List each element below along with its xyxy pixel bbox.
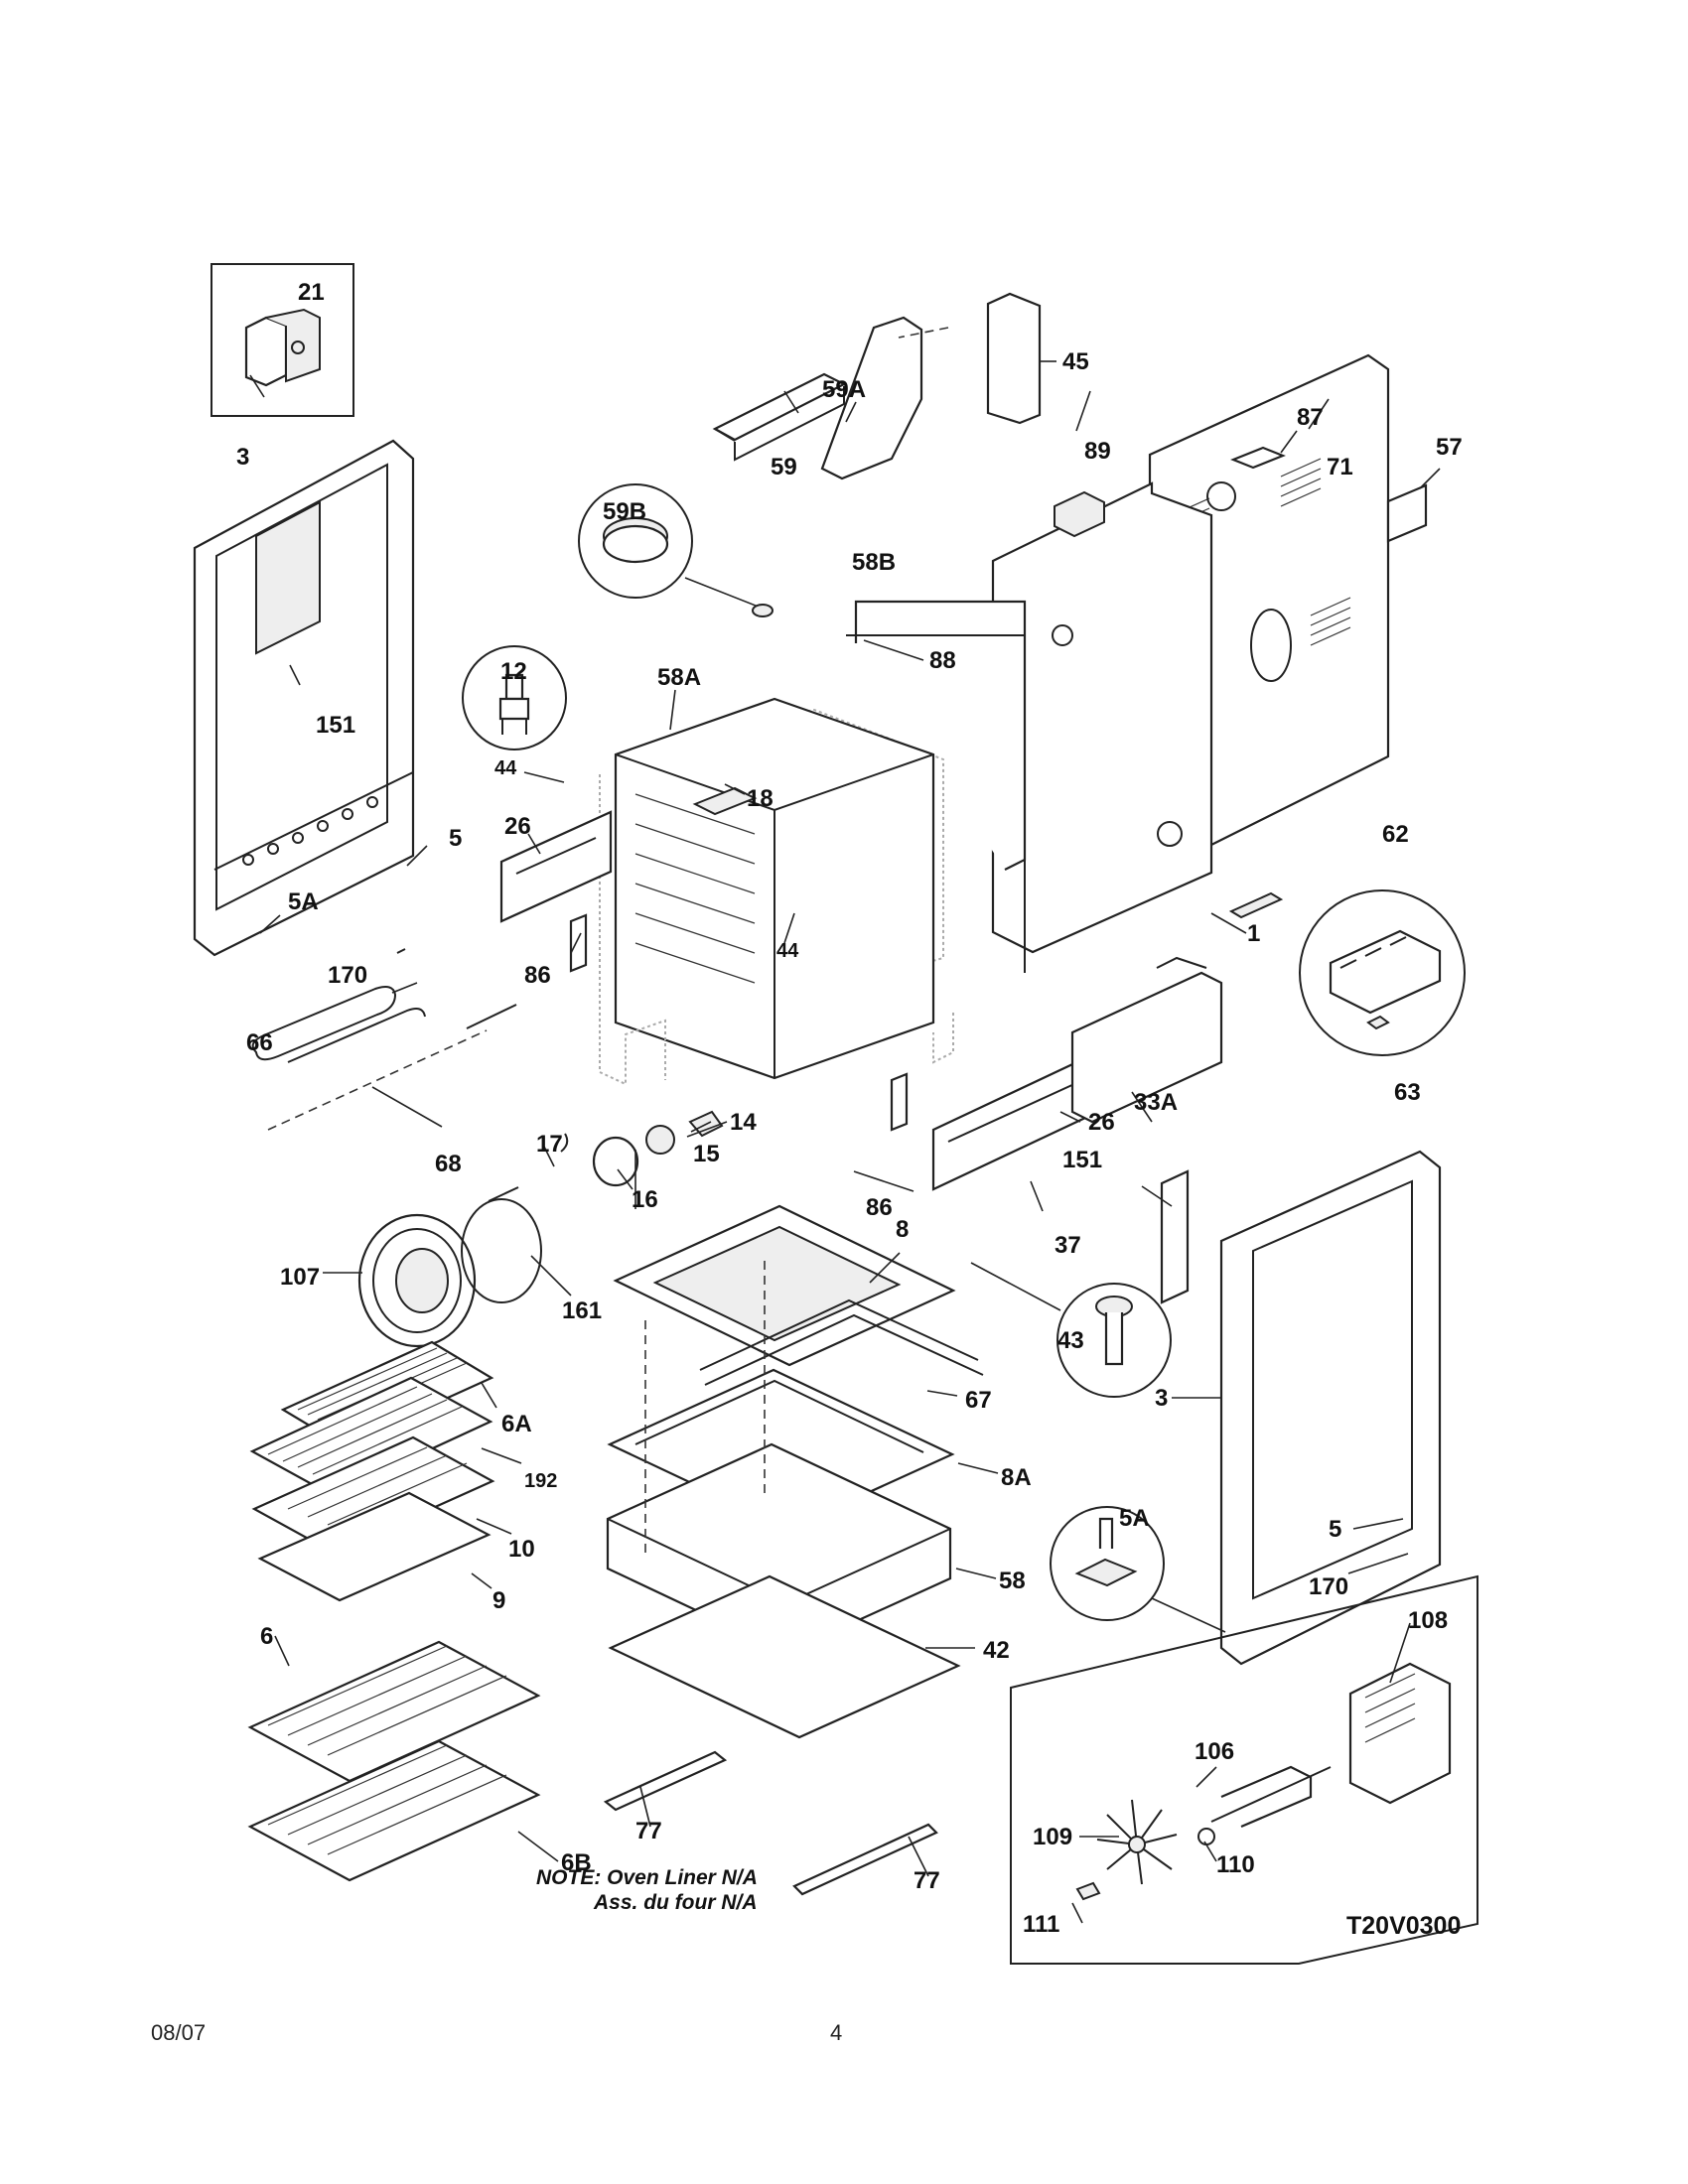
callout-label: 58A — [657, 664, 701, 691]
callout-label: 58B — [852, 549, 896, 576]
callout-label: 9 — [492, 1587, 505, 1614]
light-assembly — [462, 645, 724, 1187]
oven-racks — [247, 1340, 541, 1882]
leader-lines — [249, 360, 1441, 1924]
duct-parts — [712, 292, 1042, 480]
callout-label: 8 — [896, 1216, 909, 1243]
inset-circle-43 — [970, 1262, 1172, 1398]
callout-label: 170 — [328, 962, 367, 989]
back-panels — [991, 353, 1428, 954]
fan-motor-box — [1010, 1574, 1478, 1965]
side-rails — [499, 810, 1223, 1191]
callout-label: 63 — [1394, 1079, 1421, 1106]
callout-label: 77 — [635, 1818, 662, 1844]
callout-label: 86 — [524, 962, 551, 989]
callout-label: 5 — [1329, 1516, 1341, 1543]
callout-label: 192 — [524, 1470, 557, 1492]
callout-label: 59 — [771, 454, 797, 480]
oven-cavity — [599, 600, 1027, 1086]
callout-label: 6A — [501, 1411, 532, 1437]
convection-cover — [357, 1186, 542, 1348]
callout-label: 106 — [1195, 1738, 1234, 1765]
inset-circle-62 — [1228, 889, 1466, 1056]
inset-part-21 — [211, 263, 354, 417]
callout-label: 37 — [1055, 1232, 1081, 1259]
callout-label: 17 — [536, 1131, 563, 1158]
callout-label: 87 — [1297, 404, 1324, 431]
callout-label: 57 — [1436, 434, 1463, 461]
inset-circle-5A — [1050, 1506, 1226, 1633]
footer-date: 08/07 — [151, 2020, 207, 2045]
callout-label: 108 — [1408, 1607, 1448, 1634]
callout-label: 44 — [776, 940, 799, 962]
callout-label: 110 — [1216, 1851, 1255, 1878]
callout-label: 86 — [866, 1194, 893, 1221]
callout-label: 26 — [1088, 1109, 1115, 1136]
callout-label: 10 — [508, 1536, 535, 1563]
callout-label: 16 — [632, 1186, 658, 1213]
callout-label: 161 — [562, 1297, 602, 1324]
note-line-2: Ass. du four N/A — [593, 1891, 758, 1914]
callout-label: 14 — [730, 1109, 757, 1136]
heating-elements — [251, 948, 517, 1131]
callout-label: 5A — [288, 888, 319, 915]
callout-label: 26 — [504, 813, 531, 840]
callout-label: 3 — [236, 444, 249, 471]
callout-label: 109 — [1033, 1824, 1072, 1850]
callout-label: 6 — [260, 1623, 273, 1650]
callout-label: 43 — [1057, 1327, 1084, 1354]
callout-label: 21 — [298, 279, 325, 306]
callout-label: 71 — [1327, 454, 1353, 480]
callout-label: 18 — [747, 785, 774, 812]
callout-label: 170 — [1309, 1573, 1348, 1600]
callout-label: 107 — [280, 1264, 320, 1291]
callout-label: 1 — [1247, 920, 1260, 947]
callout-label: 89 — [1084, 438, 1111, 465]
inset-circle-59B — [578, 483, 774, 617]
note-line-1: NOTE: Oven Liner N/A — [536, 1866, 758, 1889]
left-side-panel — [193, 439, 415, 957]
callout-label: 151 — [1062, 1147, 1102, 1173]
callout-label: 45 — [1062, 348, 1089, 375]
callout-label: 151 — [316, 712, 355, 739]
callout-label: 88 — [929, 647, 956, 674]
callout-label: 59A — [822, 376, 866, 403]
diagram-code: T20V0300 — [1346, 1912, 1461, 1940]
right-side-panel — [1160, 1150, 1442, 1666]
callout-label: 6B — [561, 1849, 592, 1876]
callout-label: 44 — [494, 757, 517, 779]
callout-label: 5 — [449, 825, 462, 852]
callout-labels: 21 45 59A 87 57 89 71 59 59B 58B 3 88 12… — [236, 279, 1463, 1938]
callout-label: 42 — [983, 1637, 1010, 1664]
callout-label: 111 — [1023, 1911, 1059, 1938]
callout-label: 5A — [1119, 1505, 1150, 1532]
callout-label: 77 — [914, 1867, 940, 1894]
callout-label: 8A — [1001, 1464, 1032, 1491]
callout-label: 12 — [500, 658, 527, 685]
callout-label: 58 — [999, 1568, 1026, 1594]
callout-label: 68 — [435, 1151, 462, 1177]
callout-label: 66 — [246, 1029, 273, 1056]
bottom-assembly — [603, 1204, 984, 1896]
callout-label: 62 — [1382, 821, 1409, 848]
footer-page-number: 4 — [830, 2020, 843, 2045]
callout-label: 3 — [1155, 1385, 1168, 1412]
callout-label: 15 — [693, 1141, 720, 1167]
callout-label: 67 — [965, 1387, 992, 1414]
callout-label: 33A — [1134, 1089, 1178, 1116]
callout-label: 59B — [603, 498, 646, 525]
